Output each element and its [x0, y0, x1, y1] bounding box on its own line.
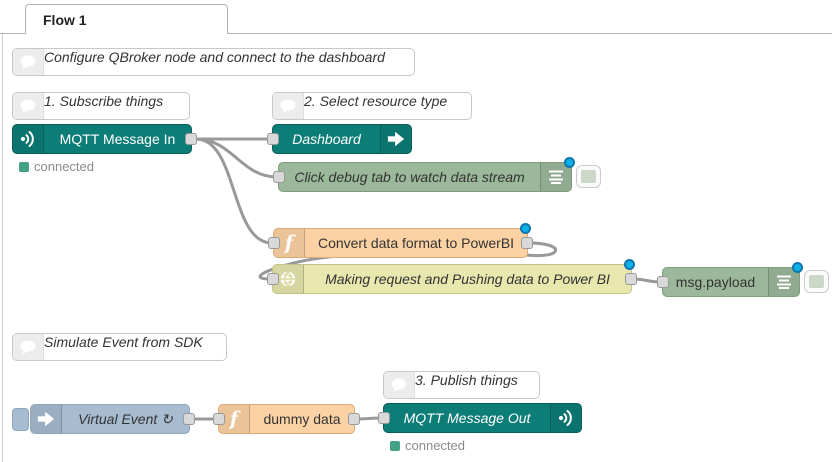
status-dot [19, 161, 29, 172]
node-mqtt-out-status: connected [390, 438, 465, 453]
node-msg-payload[interactable]: msg.payload [657, 262, 829, 297]
comment-icon [13, 334, 44, 360]
status-text: connected [34, 159, 94, 174]
function-f-glyph: f [229, 407, 239, 430]
debug-toggle-inner [581, 170, 596, 183]
input-port[interactable] [268, 237, 280, 249]
input-port[interactable] [267, 273, 279, 285]
tab-flow-1-label: Flow 1 [43, 11, 87, 28]
inject-button[interactable] [12, 408, 29, 431]
node-mqtt-out-label: MQTT Message Out [403, 410, 531, 426]
comment-select-label: 2. Select resource type [304, 93, 448, 109]
comment-configure-label: Configure QBroker node and connect to th… [44, 49, 385, 65]
input-port[interactable] [267, 133, 279, 145]
function-f-glyph: f [284, 231, 294, 254]
node-dashboard[interactable]: Dashboard [267, 124, 412, 154]
comment-subscribe[interactable]: 1. Subscribe things [12, 92, 190, 120]
status-dot [390, 440, 400, 451]
node-virtual-event-label: Virtual Event ↻ [78, 410, 173, 427]
comment-icon [273, 93, 304, 119]
comment-icon [13, 93, 44, 119]
changed-indicator-dot [564, 157, 575, 168]
comment-icon [13, 49, 44, 75]
debug-toggle-button[interactable] [576, 165, 601, 188]
changed-indicator-dot [520, 223, 531, 234]
input-port[interactable] [273, 171, 285, 183]
node-dashboard-label: Dashboard [292, 131, 361, 147]
node-http-push[interactable]: Making request and Pushing data to Power… [267, 259, 637, 294]
changed-indicator-dot [624, 259, 635, 270]
comment-publish-label: 3. Publish things [415, 372, 518, 388]
inject-arrow-icon [31, 405, 62, 433]
changed-indicator-dot [792, 262, 803, 273]
node-function-convert[interactable]: f Convert data format to PowerBI [268, 223, 533, 258]
wire-mqttin-debug[interactable] [194, 137, 279, 179]
node-dummy-data[interactable]: f dummy data [213, 404, 360, 434]
node-virtual-event[interactable]: Virtual Event ↻ [30, 404, 195, 434]
debug-list-icon [768, 268, 799, 296]
comment-configure[interactable]: Configure QBroker node and connect to th… [12, 48, 415, 76]
comment-simulate[interactable]: Simulate Event from SDK [12, 333, 227, 361]
mqtt-broadcast-icon [550, 404, 581, 432]
debug-toggle-button[interactable] [804, 270, 829, 293]
node-debug-stream[interactable]: Click debug tab to watch data stream [273, 157, 601, 192]
comment-publish[interactable]: 3. Publish things [383, 371, 540, 399]
input-port[interactable] [378, 412, 390, 424]
node-mqtt-in-status: connected [19, 159, 94, 174]
output-port[interactable] [185, 133, 197, 145]
node-mqtt-in[interactable]: MQTT Message In connected [12, 124, 197, 174]
mqtt-broadcast-icon [13, 125, 44, 153]
comment-select[interactable]: 2. Select resource type [272, 92, 472, 120]
node-msg-payload-label: msg.payload [675, 274, 756, 290]
function-f-icon: f [219, 405, 250, 433]
comment-icon [384, 372, 415, 398]
comment-simulate-label: Simulate Event from SDK [44, 334, 203, 350]
debug-list-icon [540, 163, 571, 191]
node-mqtt-in-label: MQTT Message In [59, 131, 176, 147]
node-http-push-label: Making request and Pushing data to Power… [325, 271, 610, 287]
comment-subscribe-label: 1. Subscribe things [44, 93, 164, 109]
wire-mqttin-convert[interactable] [194, 137, 274, 245]
tab-flow-1[interactable]: Flow 1 [25, 4, 228, 34]
node-dummy-data-label: dummy data [263, 411, 341, 427]
node-function-convert-label: Convert data format to PowerBI [317, 235, 515, 251]
output-port[interactable] [521, 237, 533, 249]
node-mqtt-out[interactable]: MQTT Message Out connected [378, 403, 582, 453]
output-port[interactable] [183, 413, 195, 425]
debug-toggle-inner [809, 275, 824, 288]
input-port[interactable] [213, 413, 225, 425]
arrow-right-icon [380, 125, 411, 153]
input-port[interactable] [657, 276, 669, 288]
output-port[interactable] [625, 273, 637, 285]
workspace-grid-edge [2, 33, 3, 462]
output-port[interactable] [348, 413, 360, 425]
status-text: connected [405, 438, 465, 453]
node-debug-stream-label: Click debug tab to watch data stream [294, 169, 525, 185]
